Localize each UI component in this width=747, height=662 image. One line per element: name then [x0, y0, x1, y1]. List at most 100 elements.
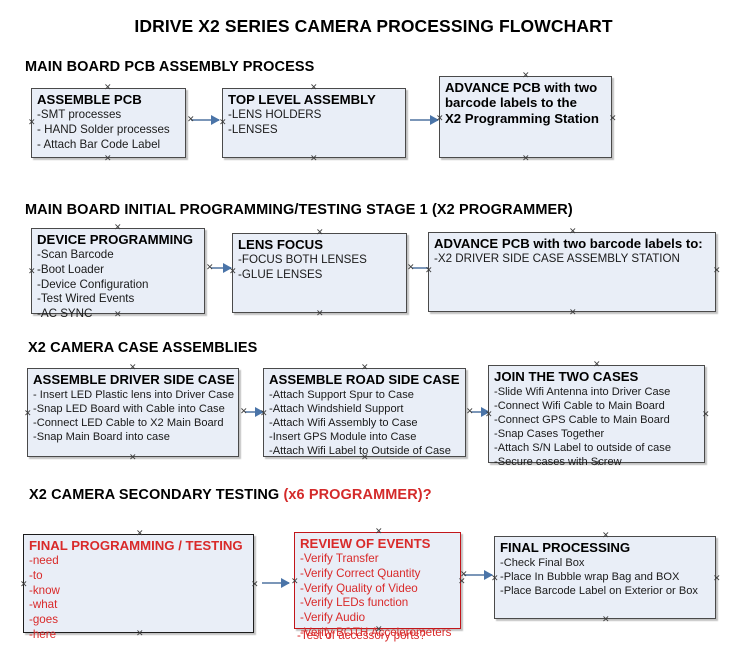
box-line: -know: [29, 583, 60, 597]
resize-handle-left[interactable]: [219, 119, 226, 126]
resize-handle-right[interactable]: [251, 581, 258, 588]
box-line: -Snap Main Board into case: [33, 431, 170, 444]
connector-final-programming-to-review: [262, 578, 290, 588]
page-title: IDRIVE X2 SERIES CAMERA PROCESSING FLOWC…: [134, 16, 613, 36]
resize-handle-bottom[interactable]: [114, 311, 121, 318]
resize-handle-top[interactable]: [522, 72, 529, 79]
box-device-programming[interactable]: DEVICE PROGRAMMING -Scan Barcode -Boot L…: [28, 228, 205, 320]
resize-handle-top[interactable]: [361, 364, 368, 371]
box-line: -Verify Quality of Video: [300, 581, 418, 595]
resize-handle-bottom[interactable]: [136, 630, 143, 637]
resize-handle-top[interactable]: [104, 84, 111, 91]
box-driver-case-title: ASSEMBLE DRIVER SIDE CASE: [33, 372, 235, 387]
resize-handle-left[interactable]: [28, 119, 35, 126]
box-assemble-driver-side-case[interactable]: ASSEMBLE DRIVER SIDE CASE - Insert LED P…: [27, 368, 239, 457]
connector-handle[interactable]: [407, 264, 414, 271]
box-join-the-two-cases[interactable]: JOIN THE TWO CASES -Slide Wifi Antenna i…: [485, 365, 705, 468]
resize-handle-bottom[interactable]: [602, 616, 609, 623]
resize-handle-top[interactable]: [316, 229, 323, 236]
resize-handle-right[interactable]: [713, 267, 720, 274]
section-header-secondary-testing-accent: (x6 PROGRAMMER)?: [283, 487, 432, 503]
box-advance-pcb-programming-station[interactable]: ADVANCE PCB with two barcode labels to t…: [439, 76, 612, 158]
resize-handle-bottom[interactable]: [129, 454, 136, 461]
resize-handle-left[interactable]: [260, 410, 267, 417]
resize-handle-left[interactable]: [291, 578, 298, 585]
box-final-programming-testing[interactable]: FINAL PROGRAMMING / TESTING -need -to -k…: [20, 534, 254, 641]
resize-handle-bottom[interactable]: [316, 310, 323, 317]
resize-handle-bottom[interactable]: [310, 155, 317, 162]
box-line: -LENS HOLDERS: [228, 108, 322, 122]
resize-handle-top[interactable]: [375, 528, 382, 535]
resize-handle-bottom[interactable]: [522, 155, 529, 162]
box-line: -Snap Cases Together: [494, 428, 605, 441]
resize-handle-bottom[interactable]: [593, 460, 600, 467]
resize-handle-top[interactable]: [310, 84, 317, 91]
box-advance-pcb-line1: ADVANCE PCB with two: [445, 80, 598, 95]
box-line: -Secure cases with Screw: [494, 456, 622, 469]
section-header-initial-programming: MAIN BOARD INITIAL PROGRAMMING/TESTING S…: [25, 202, 573, 218]
box-line: -Attach Windshield Support: [269, 403, 404, 416]
section-header-case-assemblies: X2 CAMERA CASE ASSEMBLIES: [28, 340, 258, 356]
box-assemble-pcb-lines: -SMT processes - HAND Solder processes -…: [37, 108, 181, 152]
box-line: -Attach Support Spur to Case: [269, 389, 414, 402]
resize-handle-bottom[interactable]: [104, 155, 111, 162]
box-line: -here: [29, 627, 57, 641]
box-line: -Scan Barcode: [37, 248, 114, 262]
resize-handle-left[interactable]: [229, 268, 236, 275]
box-advance-pcb-driver-case-station[interactable]: ADVANCE PCB with two barcode labels to: …: [428, 232, 716, 312]
resize-handle-left[interactable]: [491, 575, 498, 582]
box-line: -Verify Transfer: [300, 552, 379, 566]
connector-handle[interactable]: [466, 408, 473, 415]
resize-handle-top[interactable]: [593, 361, 600, 368]
resize-handle-left[interactable]: [485, 411, 492, 418]
box-road-case-title: ASSEMBLE ROAD SIDE CASE: [269, 372, 460, 387]
resize-handle-bottom[interactable]: [361, 454, 368, 461]
box-join-cases-title: JOIN THE TWO CASES: [494, 369, 639, 384]
box-lens-focus-title: LENS FOCUS: [238, 237, 323, 252]
resize-handle-right[interactable]: [458, 578, 465, 585]
box-advance-pcb-line3: X2 Programming Station: [445, 110, 599, 126]
resize-handle-left[interactable]: [425, 267, 432, 274]
resize-handle-left[interactable]: [24, 410, 31, 417]
box-final-processing[interactable]: FINAL PROCESSING -Check Final Box -Place…: [494, 536, 716, 619]
box-review-of-events[interactable]: REVIEW OF EVENTS -Verify Transfer -Verif…: [291, 532, 461, 639]
resize-handle-right[interactable]: [713, 575, 720, 582]
box-final-programming-title: FINAL PROGRAMMING / TESTING: [29, 538, 243, 553]
box-review-of-events-title: REVIEW OF EVENTS: [300, 536, 431, 551]
box-review-of-events-lines: -Verify Transfer -Verify Correct Quantit…: [300, 552, 456, 640]
resize-handle-bottom[interactable]: [569, 309, 576, 316]
box-assemble-pcb-title: ASSEMBLE PCB: [37, 92, 142, 107]
resize-handle-right[interactable]: [609, 115, 616, 122]
connector-handle[interactable]: [206, 264, 213, 271]
box-assemble-pcb[interactable]: ASSEMBLE PCB -SMT processes - HAND Solde…: [31, 88, 186, 158]
resize-handle-top[interactable]: [114, 224, 121, 231]
box-line: -Verify Correct Quantity: [300, 566, 421, 580]
box-assemble-road-side-case[interactable]: ASSEMBLE ROAD SIDE CASE -Attach Support …: [263, 368, 466, 457]
connector-handle[interactable]: [460, 571, 467, 578]
box-final-processing-lines: -Check Final Box -Place In Bubble wrap B…: [500, 556, 711, 598]
resize-handle-top[interactable]: [136, 530, 143, 537]
box-lens-focus-lines: -FOCUS BOTH LENSES -GLUE LENSES: [238, 253, 402, 282]
resize-handle-top[interactable]: [129, 364, 136, 371]
connector-handle[interactable]: [187, 116, 194, 123]
box-line: -need: [29, 554, 59, 568]
box-line: -AC SYNC: [37, 306, 93, 320]
resize-handle-left[interactable]: [28, 268, 35, 275]
box-line: -Connect Wifi Cable to Main Board: [494, 400, 665, 413]
connector-handle[interactable]: [240, 408, 247, 415]
connector-review-to-final-processing: [464, 570, 493, 580]
box-line: -X2 DRIVER SIDE CASE ASSEMBLY STATION: [434, 252, 680, 266]
box-line: - Attach Bar Code Label: [37, 137, 161, 151]
box-line: -Attach Wifi Label to Outside of Case: [269, 445, 451, 458]
resize-handle-top[interactable]: [569, 228, 576, 235]
resize-handle-left[interactable]: [20, 581, 27, 588]
resize-handle-right[interactable]: [702, 411, 709, 418]
resize-handle-top[interactable]: [602, 532, 609, 539]
box-top-level-assembly[interactable]: TOP LEVEL ASSEMBLY -LENS HOLDERS -LENSES: [222, 88, 406, 158]
resize-handle-left[interactable]: [436, 115, 443, 122]
box-lens-focus[interactable]: LENS FOCUS -FOCUS BOTH LENSES -GLUE LENS…: [232, 233, 407, 313]
box-device-programming-lines: -Scan Barcode -Boot Loader -Device Confi…: [37, 248, 200, 321]
box-line: -Check Final Box: [500, 557, 585, 570]
box-line: -Verify Audio: [300, 610, 366, 624]
